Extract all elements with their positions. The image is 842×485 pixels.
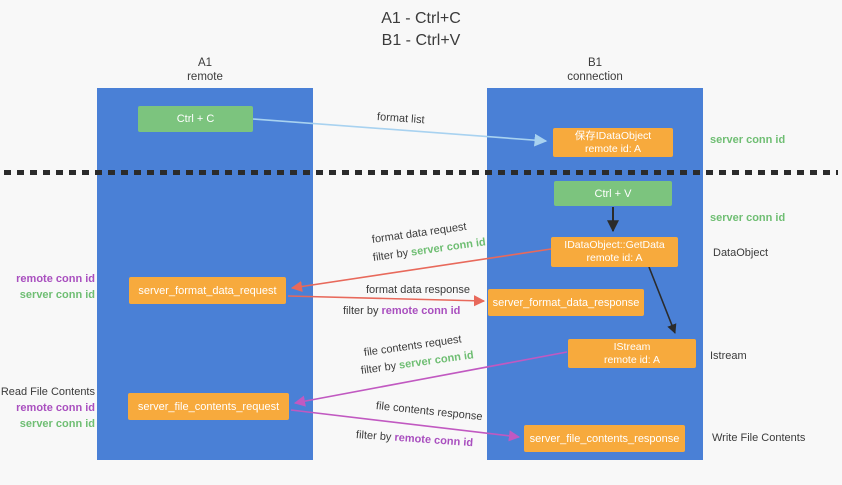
label-filter-format-response: filter by remote conn id <box>343 305 460 317</box>
filter-by-text: filter by <box>343 305 382 317</box>
node-format-response-label: server_format_data_response <box>492 296 640 309</box>
left-format-server-conn-id: server conn id <box>19 289 95 301</box>
node-file-response-label: server_file_contents_response <box>529 432 680 445</box>
node-istream: IStream remote id: A <box>568 339 696 368</box>
remote-conn-id-text: remote conn id <box>394 431 474 450</box>
filter-by-text: filter by <box>355 429 395 444</box>
node-server-format-data-response: server_format_data_response <box>488 289 644 316</box>
label-filter-file-response: filter by remote conn id <box>356 429 474 449</box>
node-getdata-line2: remote id: A <box>586 252 643 264</box>
node-save-idataobject: 保存IDataObject remote id: A <box>553 128 673 157</box>
filter-by-text: filter by <box>360 359 400 377</box>
node-server-format-data-request: server_format_data_request <box>129 277 286 304</box>
right-mid-server-conn-id: server conn id <box>710 212 786 224</box>
node-ctrl-c-label: Ctrl + C <box>176 113 215 125</box>
node-ctrl-v-label: Ctrl + V <box>594 187 632 200</box>
node-save-idataobject-line2: remote id: A <box>584 142 642 155</box>
title-line-1: A1 - Ctrl+C <box>381 10 461 27</box>
label-format-data-response: format data response <box>366 284 470 296</box>
left-format-remote-conn-id: remote conn id <box>16 273 95 285</box>
filter-by-text: filter by <box>372 246 412 264</box>
lane-header-a1: A1 remote <box>97 56 313 84</box>
right-write-file-contents-label: Write File Contents <box>712 432 806 444</box>
arrow-format-data-response <box>287 295 486 307</box>
right-top-server-conn-id: server conn id <box>710 134 786 146</box>
node-format-request-label: server_format_data_request <box>138 284 277 297</box>
node-istream-line2: remote id: A <box>603 353 661 366</box>
node-server-file-contents-response: server_file_contents_response <box>524 425 685 452</box>
lane-a1-name: A1 <box>197 57 213 69</box>
node-istream-line1: IStream <box>613 340 651 353</box>
lane-b1-name: B1 <box>587 57 603 69</box>
node-ctrl-v: Ctrl + V <box>554 181 672 206</box>
remote-conn-id-text: remote conn id <box>381 305 461 317</box>
server-conn-id-text: server conn id <box>410 236 487 259</box>
node-server-file-contents-request: server_file_contents_request <box>128 393 289 420</box>
node-file-request-label: server_file_contents_request <box>137 400 280 413</box>
label-format-list: format list <box>376 111 425 127</box>
node-idataobject-getdata: IDataObject::GetData remote id: A <box>551 237 678 267</box>
diagram-title: A1 - Ctrl+C B1 - Ctrl+V <box>0 8 842 52</box>
title-line-2: B1 - Ctrl+V <box>381 32 461 49</box>
right-dataobject-label: DataObject <box>713 247 769 259</box>
label-file-contents-response: file contents response <box>375 400 484 424</box>
node-getdata-line1: IDataObject::GetData <box>564 239 665 251</box>
node-ctrl-c: Ctrl + C <box>138 106 253 132</box>
left-file-server-conn-id: server conn id <box>19 418 95 430</box>
lane-b1-subtitle: connection <box>567 71 623 83</box>
left-file-remote-conn-id: remote conn id <box>16 402 95 414</box>
lane-a1-subtitle: remote <box>187 71 223 83</box>
left-file-conn-ids: Read File Contents remote conn id server… <box>0 384 95 432</box>
dashed-separator <box>4 170 838 175</box>
node-save-idataobject-line1: 保存IDataObject <box>574 129 652 142</box>
left-format-conn-ids: remote conn id server conn id <box>0 271 95 303</box>
read-file-contents-label: Read File Contents <box>0 386 95 398</box>
lane-header-b1: B1 connection <box>487 56 703 84</box>
right-istream-label: Istream <box>710 350 747 362</box>
